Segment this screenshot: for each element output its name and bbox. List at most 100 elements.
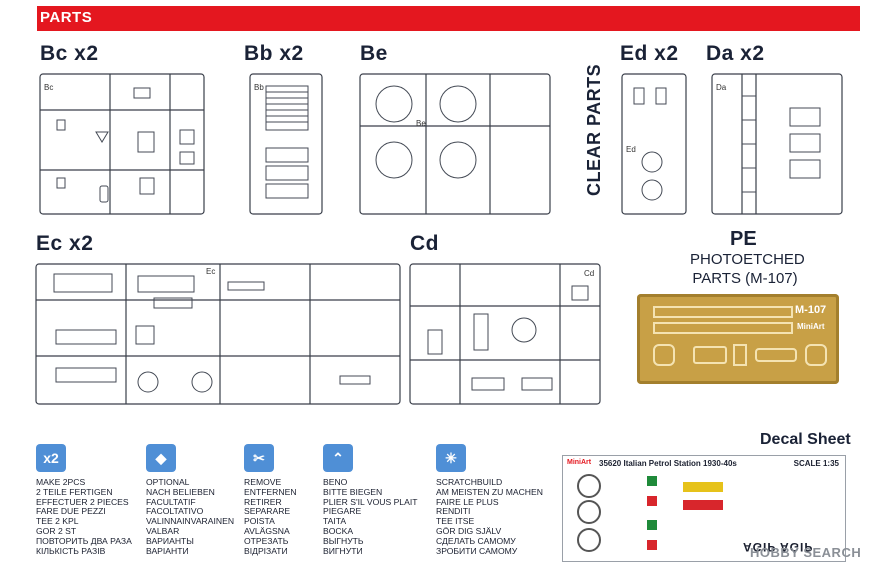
sprue-marker-ed: Ed [626,145,636,154]
pe-part-c [733,344,747,366]
sprue-label-bc: Bc x2 [40,42,99,65]
legend-bend-line: BOCKA [323,525,354,536]
sprue-ec [35,263,401,405]
legend-remove-line: ВІДРІЗАТИ [244,545,288,556]
legend-scratchbuild-line: RENDITI [436,506,471,517]
sprue-cd [409,263,601,405]
legend-optional-line: NACH BELIEBEN [146,486,215,497]
legend-optional-line: ВАРІАНТИ [146,545,189,556]
legend-scratchbuild-line: GÖR DIG SJÄLV [436,525,502,536]
legend-optional-line: VALBAR [146,525,180,536]
legend-scratchbuild-line: SCRATCHBUILD [436,477,503,487]
legend-bend-line: ВЫГНУТЬ [323,535,364,546]
pe-subtitle: PHOTOETCHED PARTS (M-107) [690,250,805,288]
pe-part-e [805,344,827,366]
decal-scale: SCALE 1:35 [793,459,839,468]
sprue-marker-bc: Bc [44,83,53,92]
sprue-marker-bb: Bb [254,83,264,92]
pe-line-1: PHOTOETCHED [690,251,805,268]
parts-title: PARTS [40,9,93,26]
legend-remove-line: ENTFERNEN [244,486,297,497]
sprue-bc [39,73,205,215]
legend-x2-line: ПОВТОРИТЬ ДВА РАЗА [36,535,132,546]
decal-yellow-strip [683,482,723,492]
sprue-marker-cd: Cd [584,269,594,278]
pe-fret-brand: MiniArt [797,322,825,331]
legend-optional: ◆ OPTIONAL NACH BELIEBEN FACULTATIF FACO… [146,444,234,556]
legend-bend-line: PLIER S'IL VOUS PLAIT [323,496,418,507]
sprue-label-da: Da x2 [706,42,765,65]
pe-fret-code: M-107 [795,304,827,316]
legend-scratchbuild-line: TEE ITSE [436,516,475,527]
legend-x2-line: 2 TEILE FERTIGEN [36,486,113,497]
legend-x2: x2 MAKE 2pcs 2 TEILE FERTIGEN EFFECTUER … [36,444,132,556]
pe-part-a [653,344,675,366]
sprue-ed [621,73,687,215]
x2-icon: x2 [36,444,66,472]
legend-x2-line: EFFECTUER 2 PIECES [36,496,129,507]
legend-bend-line: ВИГНУТИ [323,545,363,556]
legend-x2-line: FARE DUE PEZZI [36,506,106,517]
legend-remove: ✂ REMOVE ENTFERNEN RETIRER SEPARARE POIS… [244,444,297,556]
decal-italian-flag-1 [647,476,657,506]
sprue-da [711,73,843,215]
legend-x2-line: MAKE 2pcs [36,477,86,487]
legend-remove-line: REMOVE [244,477,282,487]
legend-remove-line: SEPARARE [244,506,291,517]
legend-scratchbuild-line: FAIRE LE PLUS [436,496,499,507]
legend-optional-line: OPTIONAL [146,477,190,487]
sprue-label-ec: Ec x2 [36,232,94,255]
legend-bend-line: PIEGARE [323,506,362,517]
pe-strip-2 [653,322,793,334]
legend-bend-line: BITTE BIEGEN [323,486,383,497]
remove-icon: ✂ [244,444,274,472]
legend-bend-line: TAITA [323,516,347,527]
parts-header-bar [37,6,860,31]
pe-part-b [693,346,727,364]
pe-strip-1 [653,306,793,318]
legend-bend-line: BENO [323,477,348,487]
legend-remove-line: POISTA [244,516,275,527]
sprue-label-bb: Bb x2 [244,42,304,65]
bend-icon: ⌃ [323,444,353,472]
legend-x2-line: GOR 2 ST [36,525,77,536]
legend-optional-line: FACULTATIF [146,496,196,507]
pe-title: PE [730,228,757,250]
legend-remove-line: RETIRER [244,496,282,507]
optional-icon: ◆ [146,444,176,472]
legend-optional-line: VALINNAINVARAINEN [146,516,235,527]
decal-roundel-1 [577,474,601,498]
sprue-label-cd: Cd [410,232,439,255]
legend-remove-line: ОТРЕЗАТЬ [244,535,289,546]
decal-header: 35620 Italian Petrol Station 1930-40s [599,459,737,468]
pe-part-d [755,348,797,362]
watermark: HOBBY SEARCH [750,545,862,560]
sprue-marker-be: Be [416,119,426,128]
decal-red-strip [683,500,723,510]
legend-scratchbuild-line: AM MEISTEN ZU MACHEN [436,486,543,497]
legend-x2-line: КІЛЬКІСТЬ РАЗІВ [36,545,106,556]
sprue-label-be: Be [360,42,388,65]
legend-optional-line: FACOLTATIVO [146,506,204,517]
decal-sheet: MiniArt 35620 Italian Petrol Station 193… [562,455,846,562]
decal-roundel-2 [577,500,601,524]
legend-remove-line: AVLÄGSNA [244,525,290,536]
decal-sheet-title: Decal Sheet [760,431,851,448]
legend-scratchbuild-line: СДЕЛАТЬ САМОМУ [436,535,516,546]
scratchbuild-icon: ✳ [436,444,466,472]
decal-roundel-3 [577,528,601,552]
legend-scratchbuild: ✳ SCRATCHBUILD AM MEISTEN ZU MACHEN FAIR… [436,444,543,556]
legend-scratchbuild-line: ЗРОБИТИ САМОМУ [436,545,518,556]
sprue-be [359,73,551,215]
sprue-marker-da: Da [716,83,727,92]
sprue-label-ed: Ed x2 [620,42,679,65]
pe-fret: M-107 MiniArt [637,294,839,384]
legend-bend: ⌃ BENO BITTE BIEGEN PLIER S'IL VOUS PLAI… [323,444,417,556]
decal-brand: MiniArt [567,459,592,466]
decal-italian-flag-2 [647,520,657,550]
sprue-bb [249,73,323,215]
legend-optional-line: ВАРИАНТЫ [146,535,194,546]
legend-x2-line: TEE 2 KPL [36,516,79,527]
pe-line-2: PARTS (M-107) [692,270,798,287]
